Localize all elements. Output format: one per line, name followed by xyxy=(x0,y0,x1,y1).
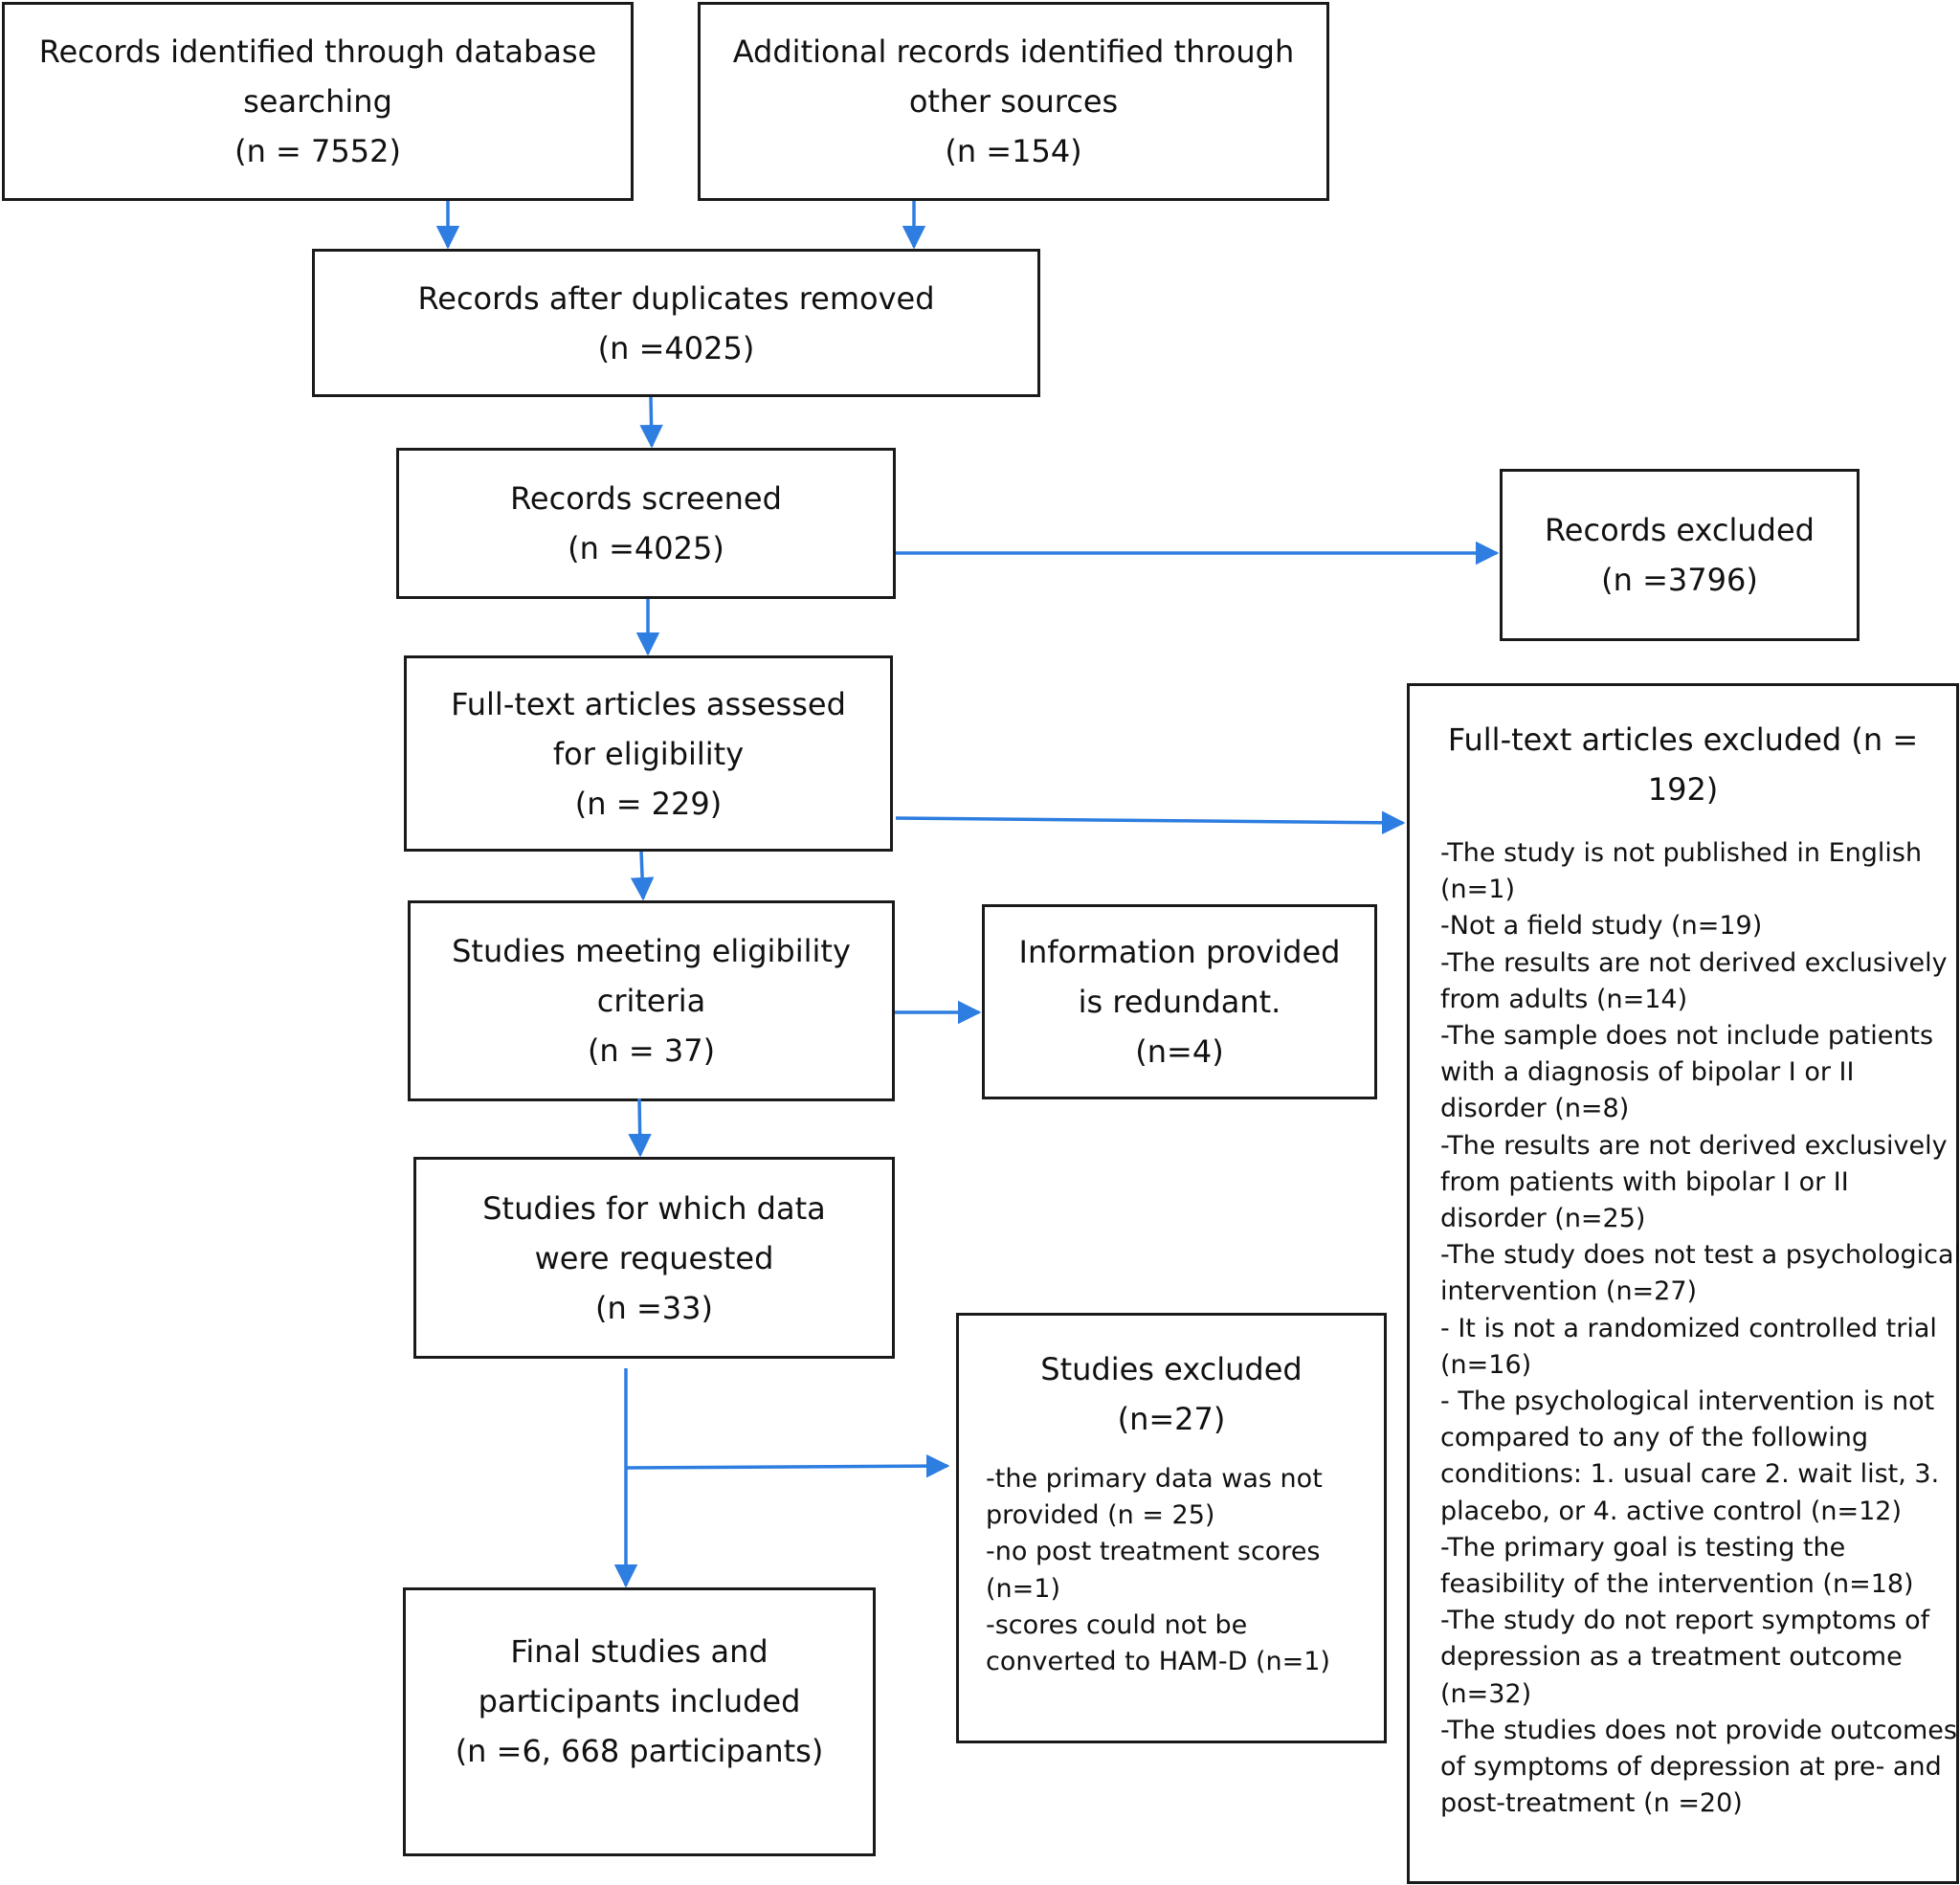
text-line: Additional records identified through xyxy=(732,33,1295,70)
text-line: Records identified through database xyxy=(38,33,597,70)
text-line: depression as a treatment outcome xyxy=(1440,1642,1903,1673)
text-line: -no post treatment scores xyxy=(986,1537,1321,1567)
text-line: criteria xyxy=(596,983,706,1019)
text-line: - It is not a randomized controlled tria… xyxy=(1440,1313,1937,1343)
text-line: placebo, or 4. active control (n=12) xyxy=(1440,1496,1902,1526)
text-line: (n=1) xyxy=(986,1573,1060,1604)
text-line: other sources xyxy=(908,83,1119,120)
text-line: Studies meeting eligibility xyxy=(452,933,851,969)
text-line: (n = 229) xyxy=(574,785,723,822)
text-line: Studies excluded xyxy=(1040,1351,1303,1387)
arrow-requested-to-studies-excluded xyxy=(625,1453,950,1478)
text-line: conditions: 1. usual care 2. wait list, … xyxy=(1440,1459,1940,1490)
text-line: converted to HAM-D (n=1) xyxy=(986,1647,1330,1677)
text-line: provided (n = 25) xyxy=(986,1500,1215,1531)
text-line: from adults (n=14) xyxy=(1440,984,1688,1014)
text-line: -The studies does not provide outcomes xyxy=(1440,1715,1957,1745)
arrow-fulltext-to-meeting xyxy=(630,851,655,901)
fulltext-excluded-reasons: -The study is not published in English (n… xyxy=(1410,835,1960,1822)
text-line: Final studies and xyxy=(510,1633,768,1670)
text-line: compared to any of the following xyxy=(1440,1423,1868,1453)
arrow-duplicates-to-screened xyxy=(639,396,663,449)
text-line: is redundant. xyxy=(1078,984,1281,1020)
box-fulltext-excluded: Full-text articles excluded (n = 192) -Th… xyxy=(1407,683,1960,1884)
box-information-redundant: Information provided is redundant. (n=4) xyxy=(982,904,1377,1099)
text-line: (n =33) xyxy=(595,1289,713,1326)
studies-excluded-reasons: -the primary data was not provided (n = 2… xyxy=(959,1461,1330,1680)
text-line: (n=27) xyxy=(1117,1401,1226,1437)
text-line: Full-text articles assessed xyxy=(451,685,846,722)
text-line: (n=32) xyxy=(1440,1678,1532,1709)
text-line: -scores could not be xyxy=(986,1609,1248,1640)
text-line: 192) xyxy=(1647,771,1719,808)
text-line: Information provided xyxy=(1018,934,1341,970)
text-line: (n=1) xyxy=(1440,875,1515,905)
text-line: -The primary goal is testing the xyxy=(1440,1532,1846,1563)
box-records-excluded: Records excluded (n =3796) xyxy=(1500,469,1860,641)
text-line: (n =154) xyxy=(945,133,1082,169)
text-line: Records screened xyxy=(510,480,782,517)
box-final-studies-included: Final studies and participants included (n… xyxy=(403,1587,876,1856)
arrow-fulltext-to-fulltext-excluded xyxy=(895,810,1406,835)
text-line: searching xyxy=(243,83,392,120)
text-line: with a diagnosis of bipolar I or II xyxy=(1440,1057,1855,1088)
text-line: -The study is not published in English xyxy=(1440,838,1923,868)
text-line: (n=16) xyxy=(1440,1349,1532,1380)
text-line: participants included xyxy=(478,1683,801,1719)
text-line: (n = 7552) xyxy=(234,133,401,169)
box-records-identified-database: Records identified through database searc… xyxy=(2,2,634,201)
box-records-screened: Records screened (n =4025) xyxy=(396,448,896,599)
text-line: -Not a field study (n=19) xyxy=(1440,911,1763,942)
text-line: -the primary data was not xyxy=(986,1464,1323,1494)
text-line: -The results are not derived exclusively xyxy=(1440,947,1948,978)
text-line: Full-text articles excluded (n = xyxy=(1447,721,1919,758)
text-line: disorder (n=25) xyxy=(1440,1204,1646,1234)
text-line: from patients with bipolar I or II xyxy=(1440,1166,1849,1197)
text-line: were requested xyxy=(534,1239,774,1276)
fulltext-excluded-title: Full-text articles excluded (n = 192) xyxy=(1448,715,1918,814)
text-line: for eligibility xyxy=(552,735,745,772)
text-line: disorder (n=8) xyxy=(1440,1094,1630,1124)
text-line: Records after duplicates removed xyxy=(417,279,935,317)
text-line: -The study does not test a psychological xyxy=(1440,1240,1960,1271)
text-line: intervention (n=27) xyxy=(1440,1276,1698,1307)
text-line: (n =3796) xyxy=(1601,562,1758,598)
text-line: -The study do not report symptoms of xyxy=(1440,1606,1930,1636)
text-line: (n =4025) xyxy=(568,530,724,566)
text-line: (n = 37) xyxy=(587,1032,716,1069)
text-line: of symptoms of depression at pre- and xyxy=(1440,1752,1942,1783)
box-studies-excluded: Studies excluded (n=27) -the primary data… xyxy=(956,1313,1387,1743)
box-studies-data-requested: Studies for which data were requested (n =… xyxy=(413,1157,895,1359)
text-line: (n =6, 668 participants) xyxy=(455,1733,824,1769)
box-studies-meeting-criteria: Studies meeting eligibility criteria (n = … xyxy=(408,900,895,1101)
text-line: feasibility of the intervention (n=18) xyxy=(1440,1569,1914,1600)
text-line: Studies for which data xyxy=(482,1189,826,1227)
arrow-meeting-to-requested xyxy=(628,1098,652,1158)
box-records-after-duplicates: Records after duplicates removed (n =4025… xyxy=(312,249,1040,397)
text-line: Records excluded xyxy=(1545,512,1815,548)
text-line: post-treatment (n =20) xyxy=(1440,1788,1743,1819)
box-additional-records-other-sources: Additional records identified through oth… xyxy=(698,2,1329,201)
text-line: (n=4) xyxy=(1135,1033,1224,1070)
box-fulltext-assessed: Full-text articles assessed for eligibili… xyxy=(404,655,893,852)
text-line: - The psychological intervention is not xyxy=(1440,1386,1935,1417)
text-line: (n =4025) xyxy=(597,329,755,366)
studies-excluded-title: Studies excluded (n=27) xyxy=(1040,1344,1302,1444)
text-line: -The results are not derived exclusively xyxy=(1440,1130,1948,1161)
text-line: -The sample does not include patients xyxy=(1440,1021,1934,1052)
